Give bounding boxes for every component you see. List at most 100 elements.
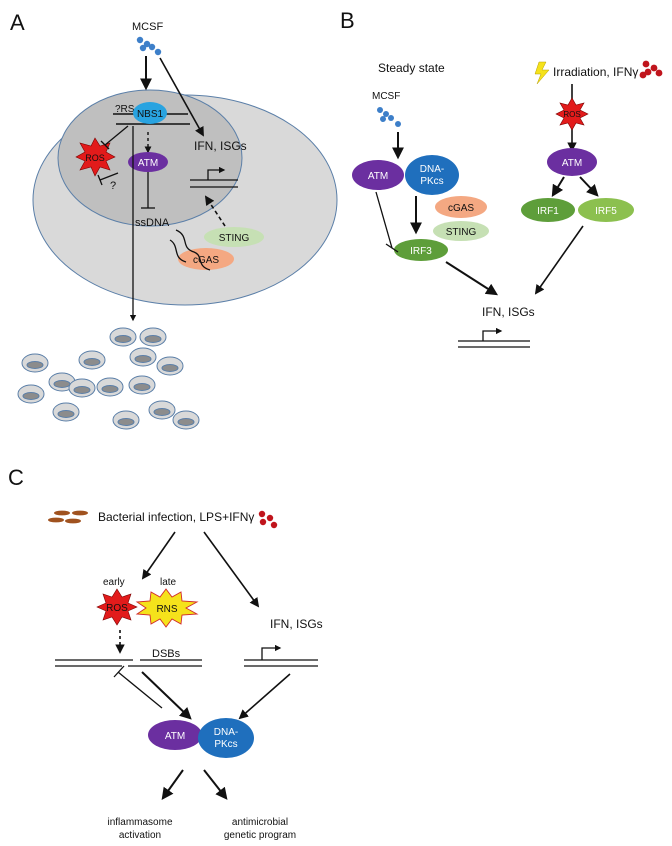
c-inflammasome-label-1: inflammasome <box>107 817 172 828</box>
b-irf5-label: IRF5 <box>595 206 617 217</box>
a-rs-label: ?RS <box>115 104 135 115</box>
a-proliferating-cells <box>17 327 200 430</box>
a-ssdna-label: ssDNA <box>135 217 170 229</box>
a-gene-promoter <box>190 166 238 188</box>
a-cgas-label: cGAS <box>193 255 219 266</box>
c-atm-label: ATM <box>165 731 185 742</box>
c-late-label: late <box>160 577 177 588</box>
c-ros-label: ROS <box>106 603 128 614</box>
b-dnapkcs-label-2: PKcs <box>420 176 443 187</box>
panel-a: A MCSF ?RS NBS1 ATM ROS ? <box>10 10 338 430</box>
a-inhib-ros-top <box>104 125 129 146</box>
b-atm-right-label: ATM <box>562 158 582 169</box>
daughter-cell-nucleus <box>57 410 75 418</box>
a-nbs1-label: NBS1 <box>137 109 164 120</box>
b-ifn-label: IFN, ISGs <box>482 305 535 319</box>
daughter-cell-nucleus <box>53 380 71 388</box>
panel-b: B Steady state MCSF Irradiation, IFNγ RO… <box>340 8 663 348</box>
c-arrow-dsbs-atm <box>141 671 192 720</box>
b-atm-right-node <box>547 148 597 176</box>
b-arrow-irf3-ifn <box>445 261 499 296</box>
c-arrow-infection-ifn <box>203 531 260 608</box>
b-ifng-molecules <box>639 60 663 79</box>
b-cgas-label: cGAS <box>448 203 474 214</box>
a-atm-label: ATM <box>138 158 158 169</box>
a-arrow-sting-ifn <box>204 195 226 227</box>
b-sting-label: STING <box>446 227 477 238</box>
daughter-cell-nucleus <box>114 335 132 343</box>
b-mcsf-label: MCSF <box>372 91 400 102</box>
b-sting-node <box>433 221 489 241</box>
daughter-cell-nucleus <box>144 335 162 343</box>
c-early-label: early <box>103 577 125 588</box>
b-gene-promoter <box>458 327 530 348</box>
b-inhib-atm-irf3 <box>375 191 393 249</box>
b-irradiation-label: Irradiation, IFNγ <box>553 65 638 79</box>
c-rns-burst <box>135 588 199 628</box>
a-inhib-ros-bottom <box>99 172 119 181</box>
b-irf3-node <box>394 239 448 261</box>
a-sting-node <box>204 227 264 247</box>
daughter-cell-nucleus <box>177 418 195 426</box>
c-atm-node <box>148 720 202 750</box>
b-irf1-label: IRF1 <box>537 206 559 217</box>
daughter-cell-nucleus <box>117 418 135 426</box>
daughter-cell-nucleus <box>26 361 44 369</box>
b-arrow-atm-irf1 <box>551 176 565 198</box>
daughter-cell-nucleus <box>73 386 91 394</box>
c-inflammasome-label-2: activation <box>119 830 161 841</box>
panel-c-letter: C <box>8 465 24 490</box>
b-ros-burst <box>555 97 589 131</box>
daughter-cell-nucleus <box>133 383 151 391</box>
c-antimicrobial-label-1: antimicrobial <box>232 817 288 828</box>
c-rns-label: RNS <box>156 604 177 615</box>
b-atm-left-label: ATM <box>368 171 388 182</box>
b-irf5-node <box>578 198 634 222</box>
c-arrow-inflammasome <box>161 769 184 800</box>
panel-a-letter: A <box>10 10 25 35</box>
a-ifn-label: IFN, ISGs <box>194 139 247 153</box>
a-ssdna-strand <box>175 229 211 271</box>
c-ifng-molecules <box>258 510 278 529</box>
a-mcsf-label: MCSF <box>132 21 163 33</box>
b-dnapkcs-label-1: DNA- <box>420 164 444 175</box>
daughter-cell-nucleus <box>22 392 40 400</box>
a-mcsf-molecules <box>136 36 162 56</box>
c-dnapkcs-node <box>198 718 254 758</box>
c-dnapkcs-label-1: DNA- <box>214 727 238 738</box>
b-cgas-node <box>435 196 487 218</box>
panel-c: C Bacterial infection, LPS+IFNγ early la… <box>8 465 323 841</box>
c-gene-promoter <box>244 644 318 667</box>
c-inhib-atm-dsbs <box>117 671 163 709</box>
a-arrow-mcsf-ifn <box>159 57 204 137</box>
b-irf1-node <box>521 198 575 222</box>
c-dnapkcs-label-2: PKcs <box>214 739 237 750</box>
b-atm-left-node <box>352 160 404 190</box>
c-ros-burst <box>96 588 138 626</box>
a-atm-node <box>128 152 168 172</box>
b-irf3-label: IRF3 <box>410 246 432 257</box>
b-arrow-atm-irf5 <box>579 176 599 197</box>
b-ros-label: ROS <box>563 110 580 119</box>
a-cgas-node <box>178 248 234 270</box>
a-ros-label: ROS <box>85 153 105 163</box>
c-broken-dna <box>55 659 202 667</box>
c-arrow-infection-ros <box>141 531 176 580</box>
a-question-label: ? <box>110 180 116 192</box>
b-mcsf-molecules <box>377 107 401 127</box>
c-ifn-label: IFN, ISGs <box>270 617 323 631</box>
daughter-cell-nucleus <box>153 408 171 416</box>
c-infection-label: Bacterial infection, LPS+IFNγ <box>98 510 254 524</box>
c-arrow-antimicrobial <box>203 769 228 800</box>
c-bacteria <box>48 510 88 524</box>
b-arrow-irf-ifn <box>534 225 584 295</box>
a-nbs1-node <box>133 102 167 124</box>
c-dsbs-label: DSBs <box>152 648 181 660</box>
c-arrow-ifn-dnapk <box>238 673 291 720</box>
b-irradiation-bolt <box>534 61 550 85</box>
c-antimicrobial-label-2: genetic program <box>224 830 296 841</box>
daughter-cell-nucleus <box>161 364 179 372</box>
b-steady-label: Steady state <box>378 61 445 75</box>
panel-b-letter: B <box>340 8 355 33</box>
